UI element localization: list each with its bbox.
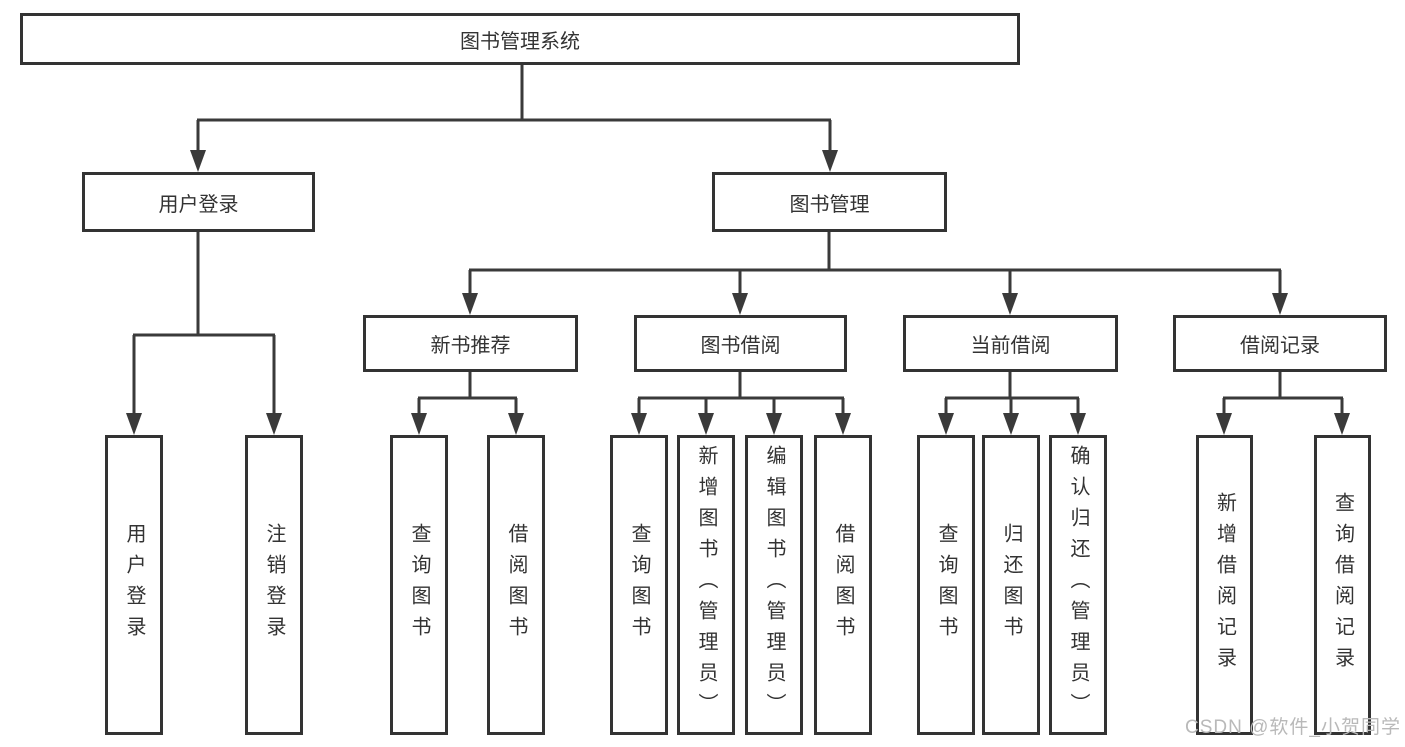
root-node-book-management-system: 图书管理系统	[20, 13, 1020, 65]
leaf-return-book: 归还图书	[982, 435, 1040, 735]
leaf-add-borrow-record: 新增借阅记录	[1196, 435, 1253, 735]
leaf-edit-book-admin: 编辑图书（管理员）	[745, 435, 803, 735]
leaf-current-query-book-label: 查询图书	[935, 523, 957, 647]
leaf-logout-label: 注销登录	[263, 523, 285, 647]
leaf-borrowing-query-book-label: 查询图书	[628, 523, 650, 647]
leaf-borrowing-borrow-book-label: 借阅图书	[832, 523, 854, 647]
leaf-borrowing-borrow-book: 借阅图书	[814, 435, 872, 735]
node-current-borrowing: 当前借阅	[903, 315, 1118, 372]
node-new-book-recommendation-label: 新书推荐	[430, 335, 511, 357]
leaf-confirm-return-admin-label: 确认归还（管理员）	[1067, 445, 1089, 724]
leaf-query-borrow-record: 查询借阅记录	[1314, 435, 1371, 735]
leaf-borrowing-query-book: 查询图书	[610, 435, 668, 735]
leaf-user-login: 用户登录	[105, 435, 163, 735]
node-borrowing-records: 借阅记录	[1173, 315, 1387, 372]
node-current-borrowing-label: 当前借阅	[970, 335, 1051, 357]
node-book-management-label: 图书管理	[789, 193, 870, 216]
node-book-borrowing-label: 图书借阅	[700, 335, 781, 357]
leaf-query-borrow-record-label: 查询借阅记录	[1331, 492, 1354, 678]
leaf-confirm-return-admin: 确认归还（管理员）	[1049, 435, 1107, 735]
node-new-book-recommendation: 新书推荐	[363, 315, 578, 372]
leaf-logout: 注销登录	[245, 435, 303, 735]
leaf-add-book-admin: 新增图书（管理员）	[677, 435, 735, 735]
csdn-watermark: CSDN @软件_小贺同学	[1185, 717, 1401, 738]
leaf-add-book-admin-label: 新增图书（管理员）	[695, 445, 717, 724]
leaf-return-book-label: 归还图书	[1000, 523, 1022, 647]
leaf-recommend-borrow-book-label: 借阅图书	[505, 523, 527, 647]
leaf-user-login-label: 用户登录	[123, 523, 145, 647]
leaf-recommend-query-book: 查询图书	[390, 435, 448, 735]
leaf-recommend-query-book-label: 查询图书	[408, 523, 430, 647]
node-book-borrowing: 图书借阅	[634, 315, 847, 372]
leaf-add-borrow-record-label: 新增借阅记录	[1213, 492, 1236, 678]
node-book-management: 图书管理	[712, 172, 947, 232]
root-node-label: 图书管理系统	[460, 30, 580, 53]
leaf-current-query-book: 查询图书	[917, 435, 975, 735]
node-user-login-label: 用户登录	[158, 193, 239, 216]
leaf-edit-book-admin-label: 编辑图书（管理员）	[763, 445, 785, 724]
node-user-login: 用户登录	[82, 172, 315, 232]
leaf-recommend-borrow-book: 借阅图书	[487, 435, 545, 735]
node-borrowing-records-label: 借阅记录	[1240, 335, 1320, 357]
